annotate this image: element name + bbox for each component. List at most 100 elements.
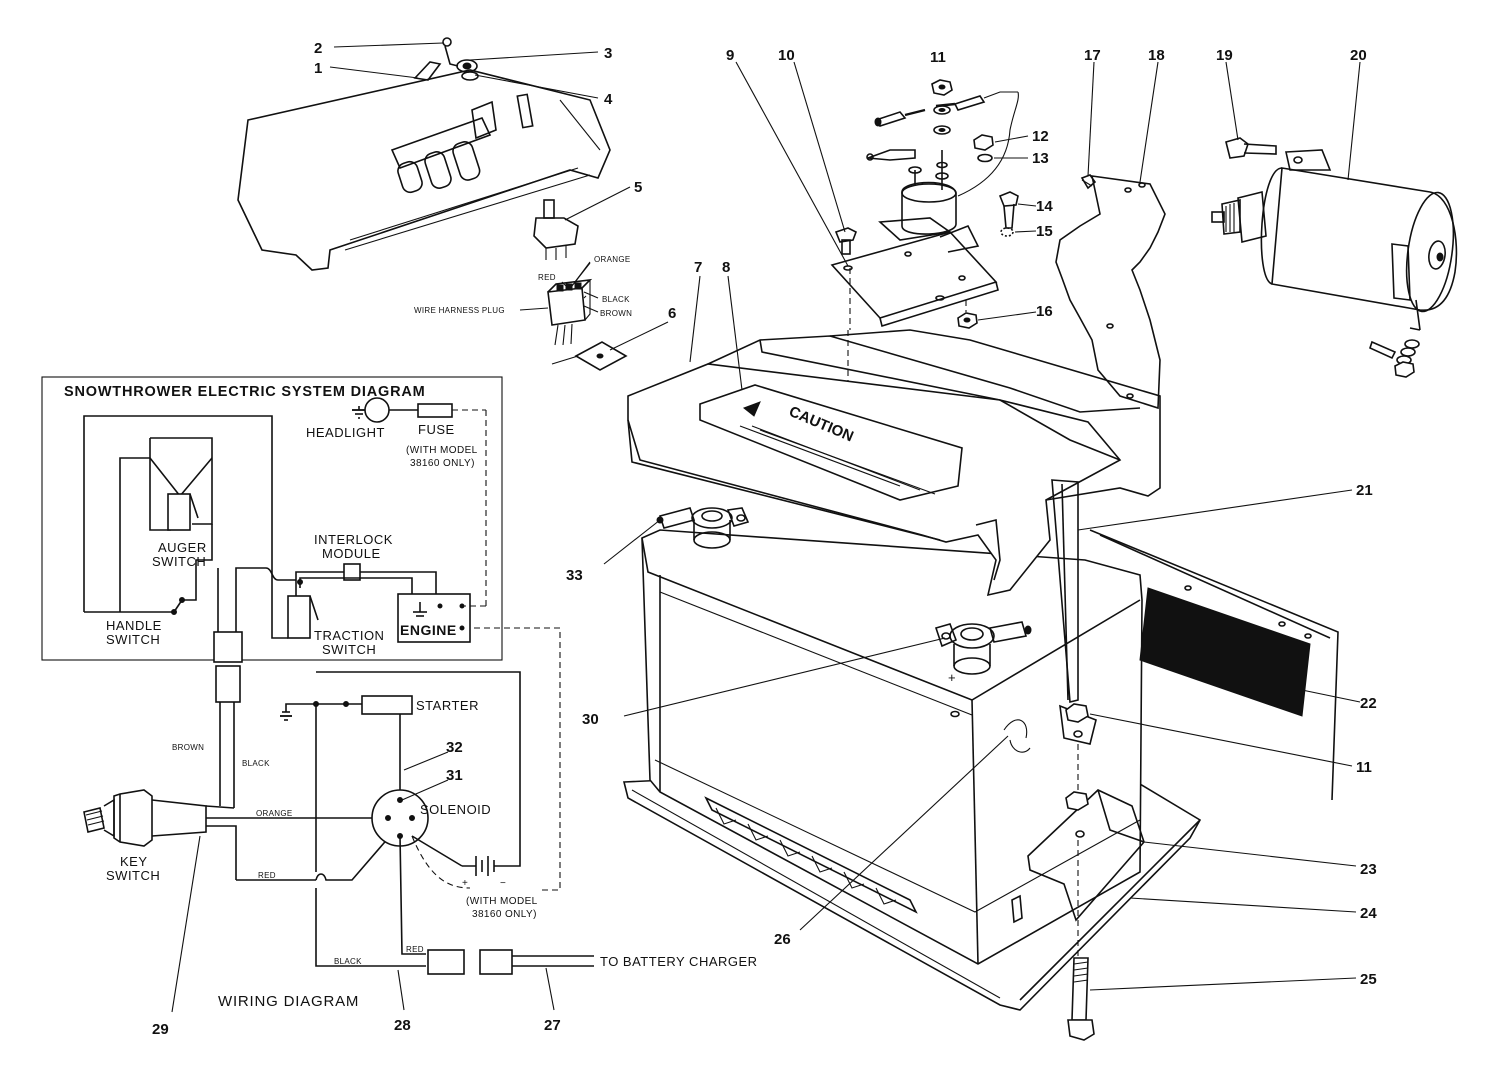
callout-6: 6 xyxy=(668,305,676,322)
callout-24: 24 xyxy=(1360,905,1377,922)
bracket-6 xyxy=(551,341,628,371)
callout-8: 8 xyxy=(722,259,730,276)
callout-23: 23 xyxy=(1360,861,1377,878)
callout-11-top: 11 xyxy=(930,49,946,66)
callout-18: 18 xyxy=(1148,47,1165,64)
handle-switch-label-2: SWITCH xyxy=(106,632,160,647)
nut-11-top xyxy=(931,79,953,96)
handle-switch-label-1: HANDLE xyxy=(106,618,162,633)
battery-terminal-33 xyxy=(656,507,750,549)
bolt-14 xyxy=(998,191,1019,229)
ignition-switch-5 xyxy=(533,199,579,260)
solenoid-assembly xyxy=(830,79,1019,420)
callout-25: 25 xyxy=(1360,971,1377,988)
battery-assembly: + xyxy=(622,329,1339,1041)
leader-lines-top-center xyxy=(735,61,1037,321)
wire-orange-label: ORANGE xyxy=(256,809,292,818)
model-note-line1: (WITH MODEL xyxy=(466,896,538,907)
traction-switch-label-2: SWITCH xyxy=(322,642,376,657)
callout-14: 14 xyxy=(1036,198,1053,215)
callout-30: 30 xyxy=(582,711,599,728)
bolt-19 xyxy=(1225,137,1277,159)
harness-orange-label: ORANGE xyxy=(594,255,630,264)
system-diagram-title: SNOWTHROWER ELECTRIC SYSTEM DIAGRAM xyxy=(64,384,426,400)
leader-lines-top-right xyxy=(1087,61,1361,183)
traction-switch-label-1: TRACTION xyxy=(314,628,384,643)
electric-system-diagram: SNOWTHROWER ELECTRIC SYSTEM DIAGRAM xyxy=(41,376,503,661)
interlock-label-1: INTERLOCK xyxy=(314,532,393,547)
callout-11-bottom: 11 xyxy=(1356,759,1372,776)
wire-red-label-1: RED xyxy=(258,871,276,880)
key-switch-label-1: KEY xyxy=(120,854,148,869)
callout-1: 1 xyxy=(314,60,322,77)
hold-down-rod-21 xyxy=(1051,479,1097,745)
terminal-wires xyxy=(874,91,1018,127)
engine-label: ENGINE xyxy=(400,622,457,638)
fuse-note-line2: 38160 ONLY) xyxy=(410,458,475,469)
solenoid-label: SOLENOID xyxy=(420,802,491,817)
wiring-diagram-title: WIRING DIAGRAM xyxy=(218,993,359,1010)
wiring-diagram: BROWN BLACK KEY SWITCH ORANGE RED xyxy=(83,568,758,1010)
battery-body: + xyxy=(641,529,1143,965)
wire-harness-plug-label: WIRE HARNESS PLUG xyxy=(414,306,505,315)
leader-lines-battery xyxy=(603,275,1361,991)
auger-switch-label-2: SWITCH xyxy=(152,554,206,569)
callout-22: 22 xyxy=(1360,695,1377,712)
callout-21: 21 xyxy=(1356,482,1373,499)
callout-12: 12 xyxy=(1032,128,1049,145)
key-switch-component: KEY SWITCH xyxy=(83,789,380,883)
battery-charger-label: TO BATTERY CHARGER xyxy=(600,954,758,969)
battery-clamp-23 xyxy=(1027,789,1145,922)
bolt-10 xyxy=(834,227,858,255)
nut-12 xyxy=(973,134,994,151)
lock-washer-15 xyxy=(1000,227,1014,237)
wire-red-label-2: RED xyxy=(406,945,424,954)
wire-brown-label: BROWN xyxy=(172,743,204,752)
leader-lines-wiring xyxy=(171,751,555,1013)
callout-4: 4 xyxy=(604,91,613,108)
callout-9: 9 xyxy=(726,47,734,64)
harness-black-label: BLACK xyxy=(602,295,630,304)
control-panel-assembly xyxy=(237,37,628,371)
batt-plus-label: + xyxy=(462,878,468,889)
callout-19: 19 xyxy=(1216,47,1233,64)
fuse-label: FUSE xyxy=(418,422,455,437)
auger-switch-label-1: AUGER xyxy=(158,540,207,555)
wire-black-label-1: BLACK xyxy=(242,759,270,768)
bolt-25 xyxy=(1067,957,1095,1041)
harness-red-label: RED xyxy=(538,273,556,282)
callout-13: 13 xyxy=(1032,150,1049,167)
callout-7: 7 xyxy=(694,259,702,276)
interlock-label-2: MODULE xyxy=(322,546,381,561)
fuse-note-line1: (WITH MODEL xyxy=(406,445,478,456)
starter-hardware xyxy=(1369,339,1420,378)
callout-3: 3 xyxy=(604,45,612,62)
wire-black-label-2: BLACK xyxy=(334,957,362,966)
key-switch-lock xyxy=(413,37,479,81)
callout-20: 20 xyxy=(1350,47,1367,64)
callout-32: 32 xyxy=(446,739,463,756)
harness-brown-label: BROWN xyxy=(600,309,632,318)
starter-label: STARTER xyxy=(416,698,479,713)
battery-vent-caps xyxy=(715,807,897,905)
callout-28: 28 xyxy=(394,1017,411,1034)
callout-26: 26 xyxy=(774,931,791,948)
callout-2: 2 xyxy=(314,40,322,57)
headlight-label: HEADLIGHT xyxy=(306,425,385,440)
mounting-bracket-18 xyxy=(1055,174,1166,410)
callout-15: 15 xyxy=(1036,223,1053,240)
model-note-line2: 38160 ONLY) xyxy=(472,909,537,920)
callout-27: 27 xyxy=(544,1017,561,1034)
callout-29: 29 xyxy=(152,1021,169,1038)
callout-10: 10 xyxy=(778,47,795,64)
nut-16 xyxy=(957,312,978,329)
hold-down-plate-22 xyxy=(1089,529,1339,801)
callout-33: 33 xyxy=(566,567,583,584)
wire-harness-plug xyxy=(547,278,593,346)
key-switch-label-2: SWITCH xyxy=(106,868,160,883)
battery-cover-7: CAUTION xyxy=(627,329,1161,597)
callout-numbers: 2 1 3 4 5 6 7 8 9 10 11 12 13 14 15 16 1… xyxy=(152,40,1377,1038)
callout-5: 5 xyxy=(634,179,642,196)
shift-gate-slots xyxy=(390,93,534,194)
